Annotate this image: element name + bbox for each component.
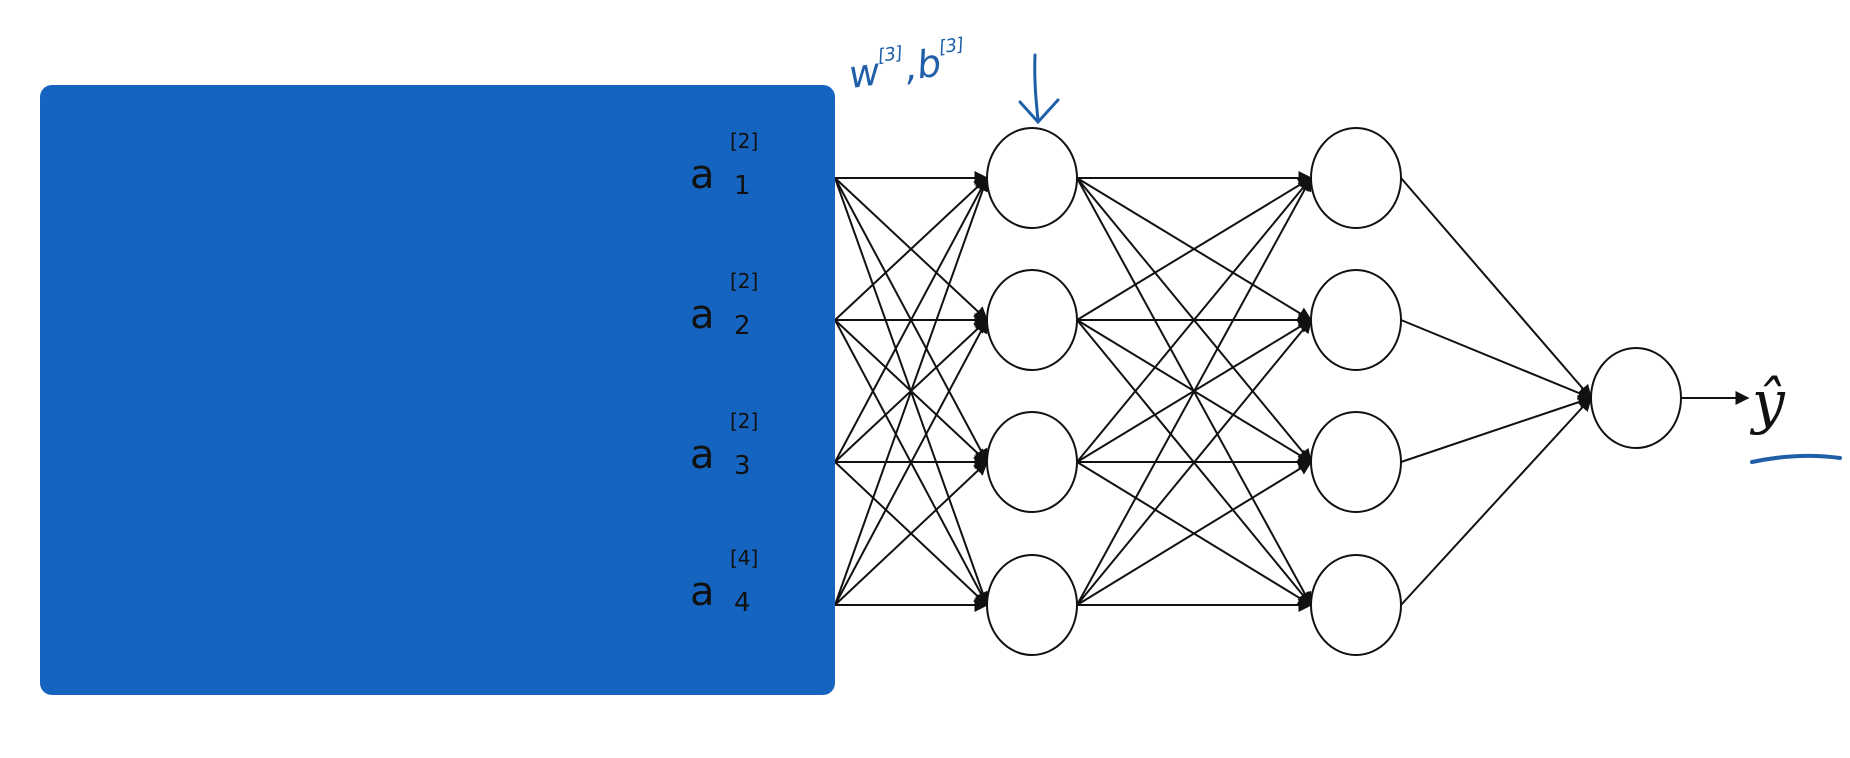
activation-unit-index: 1 [734, 171, 751, 201]
weight-layer-index: [3] [876, 42, 905, 67]
bias-layer-index: [3] [937, 33, 966, 59]
output-label-yhat: ŷ [1752, 368, 1785, 436]
activation-label-2: a [2] 2 [690, 271, 758, 339]
activation-layer-index: [4] [730, 546, 759, 570]
activation-label-4: a [4] 4 [690, 548, 758, 616]
edge-l3unit4-l4unit2 [1076, 318, 1312, 606]
edge-l4unit1-output [1400, 177, 1592, 400]
layer3-unit-4 [986, 554, 1078, 656]
activation-unit-index: 4 [734, 588, 751, 618]
edge-input3-l3unit1 [834, 176, 988, 463]
edge-l3unit4-l4unit1 [1076, 176, 1312, 606]
layer3-unit-1 [986, 127, 1078, 229]
nodes-group [986, 127, 1682, 656]
layer3-unit-2 [986, 269, 1078, 371]
layer4-unit-4 [1310, 554, 1402, 656]
activation-letter: a [690, 152, 715, 198]
activation-letter: a [690, 292, 715, 338]
edge-l3unit3-l4unit1 [1076, 176, 1312, 463]
layer3-unit-3 [986, 411, 1078, 513]
activation-layer-index: [2] [730, 269, 759, 293]
output-unit [1590, 347, 1682, 449]
activation-letter: a [690, 432, 715, 478]
activation-unit-index: 2 [734, 311, 751, 341]
annotation-arrow [1018, 53, 1060, 125]
edge-input4-l3unit2 [834, 318, 988, 606]
edge-input4-l3unit3 [834, 461, 989, 606]
activation-letter: a [690, 569, 715, 615]
activation-unit-index: 3 [734, 451, 751, 481]
layer4-unit-3 [1310, 411, 1402, 513]
covered-earlier-layers-panel [40, 85, 835, 695]
edge-l4unit4-output [1400, 396, 1592, 606]
activation-label-1: a [2] 1 [690, 131, 758, 199]
edges-group [834, 171, 1750, 612]
activation-layer-index: [2] [730, 409, 759, 433]
layer4-unit-1 [1310, 127, 1402, 229]
layer4-unit-2 [1310, 269, 1402, 371]
yhat-underline [1750, 453, 1842, 464]
edge-l3unit4-l4unit3 [1076, 461, 1313, 606]
activation-label-3: a [2] 3 [690, 411, 758, 479]
edge-input2-l3unit1 [834, 177, 989, 321]
edge-l4unit3-output [1400, 395, 1593, 463]
edge-l3unit2-l4unit1 [1076, 177, 1313, 321]
edge-l4unit2-output [1400, 319, 1593, 400]
activation-layer-index: [2] [730, 129, 759, 153]
edge-input4-l3unit1 [834, 176, 990, 606]
